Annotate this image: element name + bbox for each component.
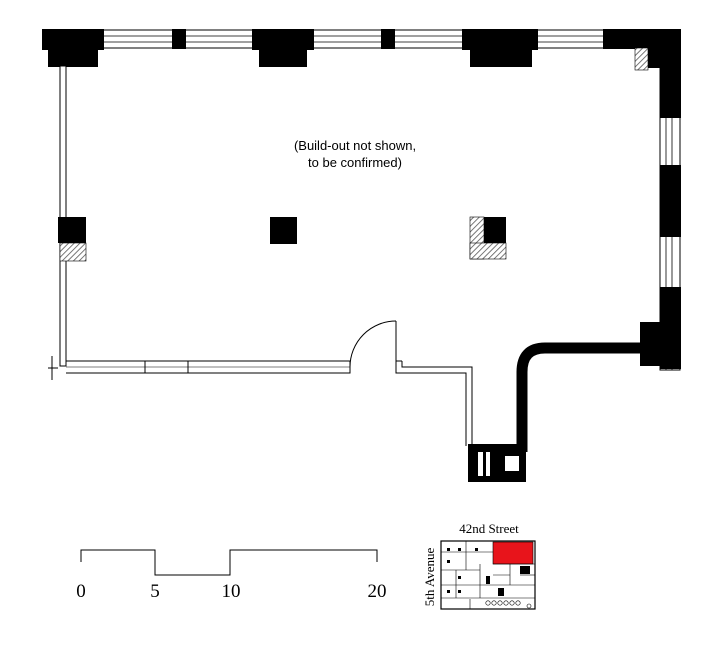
interior-columns	[270, 216, 507, 260]
scale-bar	[80, 549, 378, 576]
scale-label-10: 10	[222, 581, 241, 602]
south-partition	[66, 360, 473, 446]
key-plan-highlight	[492, 541, 534, 565]
key-plan	[440, 540, 536, 610]
scale-label-20: 20	[368, 581, 387, 602]
build-out-note-line2: to be confirmed)	[308, 155, 402, 170]
entry-door	[349, 320, 397, 368]
top-exterior-wall	[43, 29, 665, 49]
right-exterior-wall	[603, 29, 681, 371]
corridor-wall	[468, 342, 641, 482]
left-wall	[48, 65, 87, 380]
scale-label-0: 0	[76, 581, 86, 602]
build-out-note: (Build-out not shown,	[294, 138, 416, 153]
scale-label-5: 5	[150, 581, 160, 602]
key-plan-street-left: 5th Avenue	[422, 547, 437, 606]
key-plan-street-top: 42nd Street	[459, 521, 519, 536]
